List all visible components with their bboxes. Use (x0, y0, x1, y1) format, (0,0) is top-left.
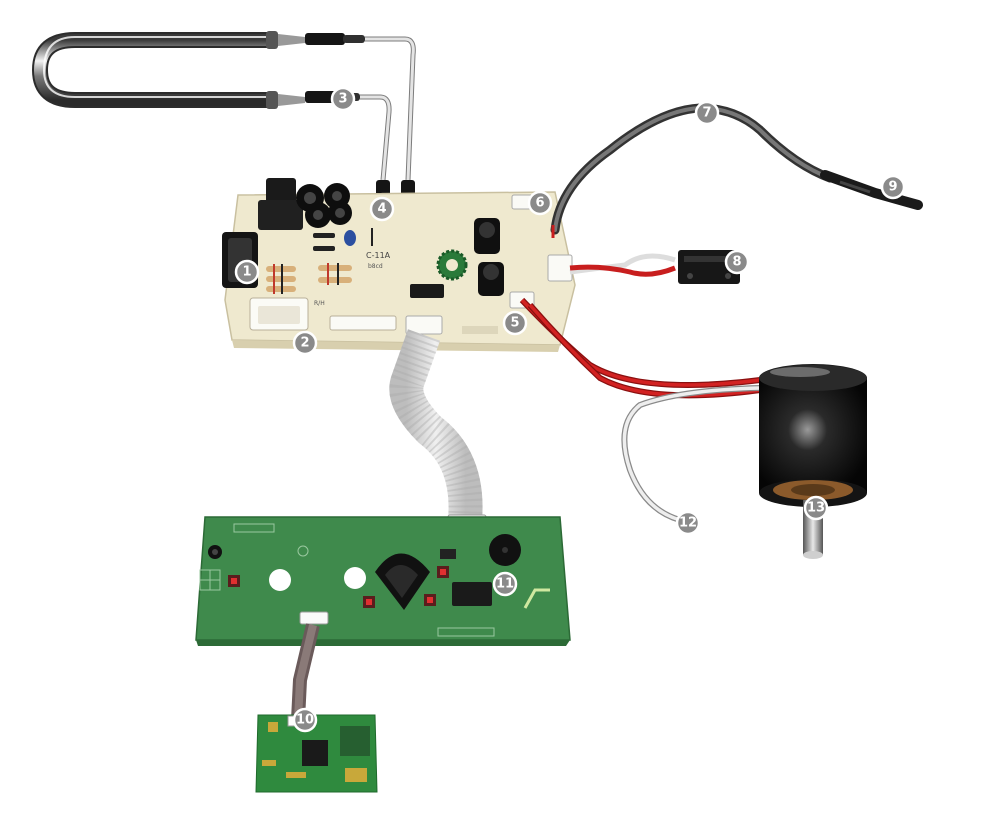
callout-2: 2 (292, 330, 318, 356)
power-board-sub: b8cd (368, 263, 383, 270)
callout-3: 3 (330, 86, 356, 112)
svg-text:11: 11 (496, 577, 514, 592)
heater-wires (360, 36, 416, 216)
svg-text:1: 1 (242, 265, 251, 280)
wifi-board (255, 714, 378, 793)
control-board (195, 516, 571, 646)
callout-8: 8 (724, 249, 750, 275)
callout-12: 12 (675, 510, 701, 536)
callout-4: 4 (369, 196, 395, 222)
callout-13: 13 (803, 495, 829, 521)
power-board: C-11A b8cd R/H (222, 178, 576, 352)
svg-text:8: 8 (732, 255, 741, 270)
callout-11: 11 (492, 571, 518, 597)
svg-text:6: 6 (535, 196, 544, 211)
callout-7: 7 (694, 100, 720, 126)
svg-text:13: 13 (807, 501, 825, 516)
ribbon-cable-wifi (291, 623, 320, 721)
svg-text:10: 10 (296, 713, 314, 728)
svg-text:9: 9 (888, 180, 897, 195)
power-board-model: C-11A (366, 251, 391, 260)
resistor-bank-right (318, 263, 352, 285)
svg-text:12: 12 (679, 516, 697, 531)
callout-10: 10 (292, 707, 318, 733)
resistor-bank-left (266, 264, 296, 294)
motor (759, 364, 867, 559)
svg-text:3: 3 (338, 92, 347, 107)
ribbon-cable-main (389, 329, 487, 530)
callout-6: 6 (527, 190, 553, 216)
callout-1: 1 (234, 259, 260, 285)
heating-element (31, 31, 365, 109)
svg-text:5: 5 (510, 316, 519, 331)
svg-text:7: 7 (702, 106, 711, 121)
reed-switch (569, 250, 740, 284)
temperature-probe (550, 103, 923, 238)
callout-5: 5 (502, 310, 528, 336)
svg-text:4: 4 (377, 202, 386, 217)
svg-text:2: 2 (300, 336, 309, 351)
power-board-ref: R/H (314, 300, 325, 307)
callout-9: 9 (880, 174, 906, 200)
motor-wires (519, 297, 761, 523)
